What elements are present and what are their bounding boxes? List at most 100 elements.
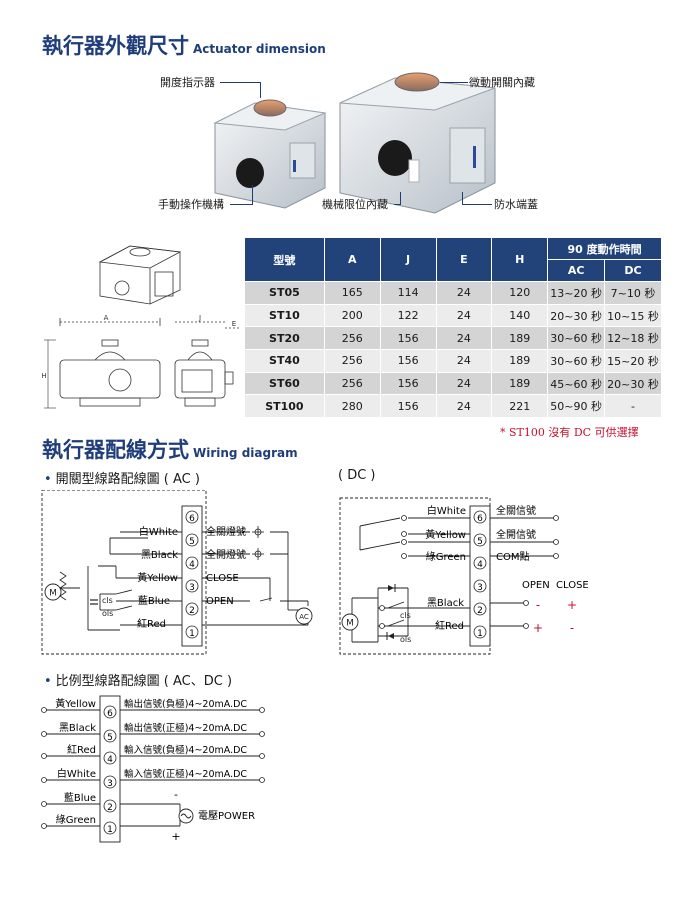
cell-h: 189 [491,326,549,351]
dimension-title-en: Actuator dimension [193,42,326,56]
dim-label-e: E [232,320,236,328]
cell-a: 200 [323,303,381,328]
dim-label-a: A [104,314,109,322]
terminal-number: 6 [477,514,483,524]
callout-line [400,192,401,205]
dc-motor-label: M [346,619,354,629]
side-view-drawing [174,321,240,407]
cell-j: 122 [379,303,437,328]
motor-icon [44,583,62,601]
ac-wire-blue: 藍Blue [138,594,170,607]
table-note: * ST100 沒有 DC 可供選擇 [500,426,639,439]
cell-dc: 12~18 秒 [604,326,662,351]
cell-ac: 30~60 秒 [547,349,606,373]
dc-wire-green: 綠Green [426,551,466,563]
dc-signal-fully-open: 全開信號 [496,528,536,541]
cell-h: 189 [491,371,549,396]
callout-line [462,192,463,205]
ac-source-label: AC [299,613,309,621]
callout-line [260,82,261,98]
cell-dc: 7~10 秒 [604,281,662,305]
large-actuator-image [339,72,496,214]
cell-model: ST20 [244,326,325,351]
table-row: ST40 256 156 24 189 30~60 秒 15~20 秒 [244,349,662,373]
prop-wire-blue: 藍Blue [64,791,96,804]
table-row: ST100 280 156 24 221 50~90 秒 - [244,394,662,419]
dc-polarity: - [570,621,574,635]
cell-ac: 50~90 秒 [547,394,606,419]
dc-cls-label: cls [400,611,411,620]
prop-wire-black: 黑Black [59,722,96,734]
cell-e: 24 [435,281,493,305]
motor-icon [341,613,359,631]
terminal-number: 3 [477,583,483,593]
prop-signal-in-pos: 輸入信號(正極)4~20mA.DC [124,768,247,780]
header-time-group: 90 度動作時間 [547,237,662,260]
cell-j: 156 [379,326,437,351]
ac-wire-yellow: 黃Yellow [137,571,178,584]
dc-ols-label: ols [400,635,411,644]
cell-j: 156 [379,349,437,373]
cell-model: ST10 [244,303,325,328]
lamp-icon [252,526,264,538]
wiring-title-en: Wiring diagram [193,446,298,460]
wiring-section-title: 執行器配線方式 Wiring diagram [42,434,298,464]
callout-line [252,185,253,205]
dim-label-j: J [198,314,201,322]
terminal-number: 2 [189,606,195,616]
table-row: ST10 200 122 24 140 20~30 秒 10~15 秒 [244,303,662,328]
prop-power-plus: + [171,830,180,843]
terminal-number: 1 [107,825,113,835]
cell-ac: 45~60 秒 [547,371,606,396]
cell-h: 140 [491,303,549,328]
callout-mechanical-limit: 機械限位內藏 [322,198,388,211]
cell-e: 24 [435,326,493,351]
ac-wire-black: 黑Black [141,549,178,561]
cell-dc: 20~30 秒 [604,371,662,396]
header-a: A [323,237,381,282]
cell-model: ST100 [244,394,325,419]
callout-waterproof-terminal: 防水端蓋 [494,198,538,211]
cell-e: 24 [435,303,493,328]
cell-model: ST40 [244,349,325,373]
prop-signal-in-neg: 輸入信號(負極)4~20mA.DC [124,744,247,756]
cell-e: 24 [435,394,493,419]
dc-signal-close: CLOSE [556,580,589,591]
header-model: 型號 [244,237,325,282]
cell-e: 24 [435,349,493,373]
cell-dc: 15~20 秒 [604,349,662,373]
prop-wire-green: 綠Green [56,814,96,826]
spec-table: 型號 A J E H 90 度動作時間 AC DC ST05 165 114 2… [244,237,662,419]
callout-line [462,204,492,205]
header-h: H [491,237,549,282]
table-row: ST60 256 156 24 189 45~60 秒 20~30 秒 [244,371,662,396]
ac-signal-fully-open-lamp: 全開燈號 [206,548,246,561]
ac-wiring-diagram: M cls ols AC 6 5 4 3 2 1 白White 黑Black 黃… [41,490,313,655]
isometric-drawing [98,245,182,305]
header-dc: DC [604,259,662,282]
small-actuator-image [213,99,327,209]
front-view-drawing [59,318,161,407]
cell-h: 120 [491,281,549,305]
dc-signal-com: COM點 [496,550,529,563]
callout-line [440,82,468,83]
wiring-title-zh: 執行器配線方式 [42,438,189,462]
prop-wire-white: 白White [57,767,96,780]
cell-model: ST05 [244,281,325,305]
dc-polarity: - [536,598,540,612]
terminal-number: 2 [477,606,483,616]
terminal-number: 1 [477,629,483,639]
dc-diagram-title: ( DC ) [338,468,376,483]
dimension-drawing: A J E H [41,245,240,409]
cell-e: 24 [435,371,493,396]
cell-ac: 13~20 秒 [547,281,606,305]
ac-diagram-title: •開關型線路配線圖 ( AC ) [44,472,200,487]
ac-wire-red: 紅Red [137,618,166,630]
terminal-number: 2 [107,803,113,813]
header-e: E [435,237,493,282]
terminal-block [185,510,199,639]
terminal-number: 6 [107,709,113,719]
cell-model: ST60 [244,371,325,396]
table-row: ST05 165 114 24 120 13~20 秒 7~10 秒 [244,281,662,305]
